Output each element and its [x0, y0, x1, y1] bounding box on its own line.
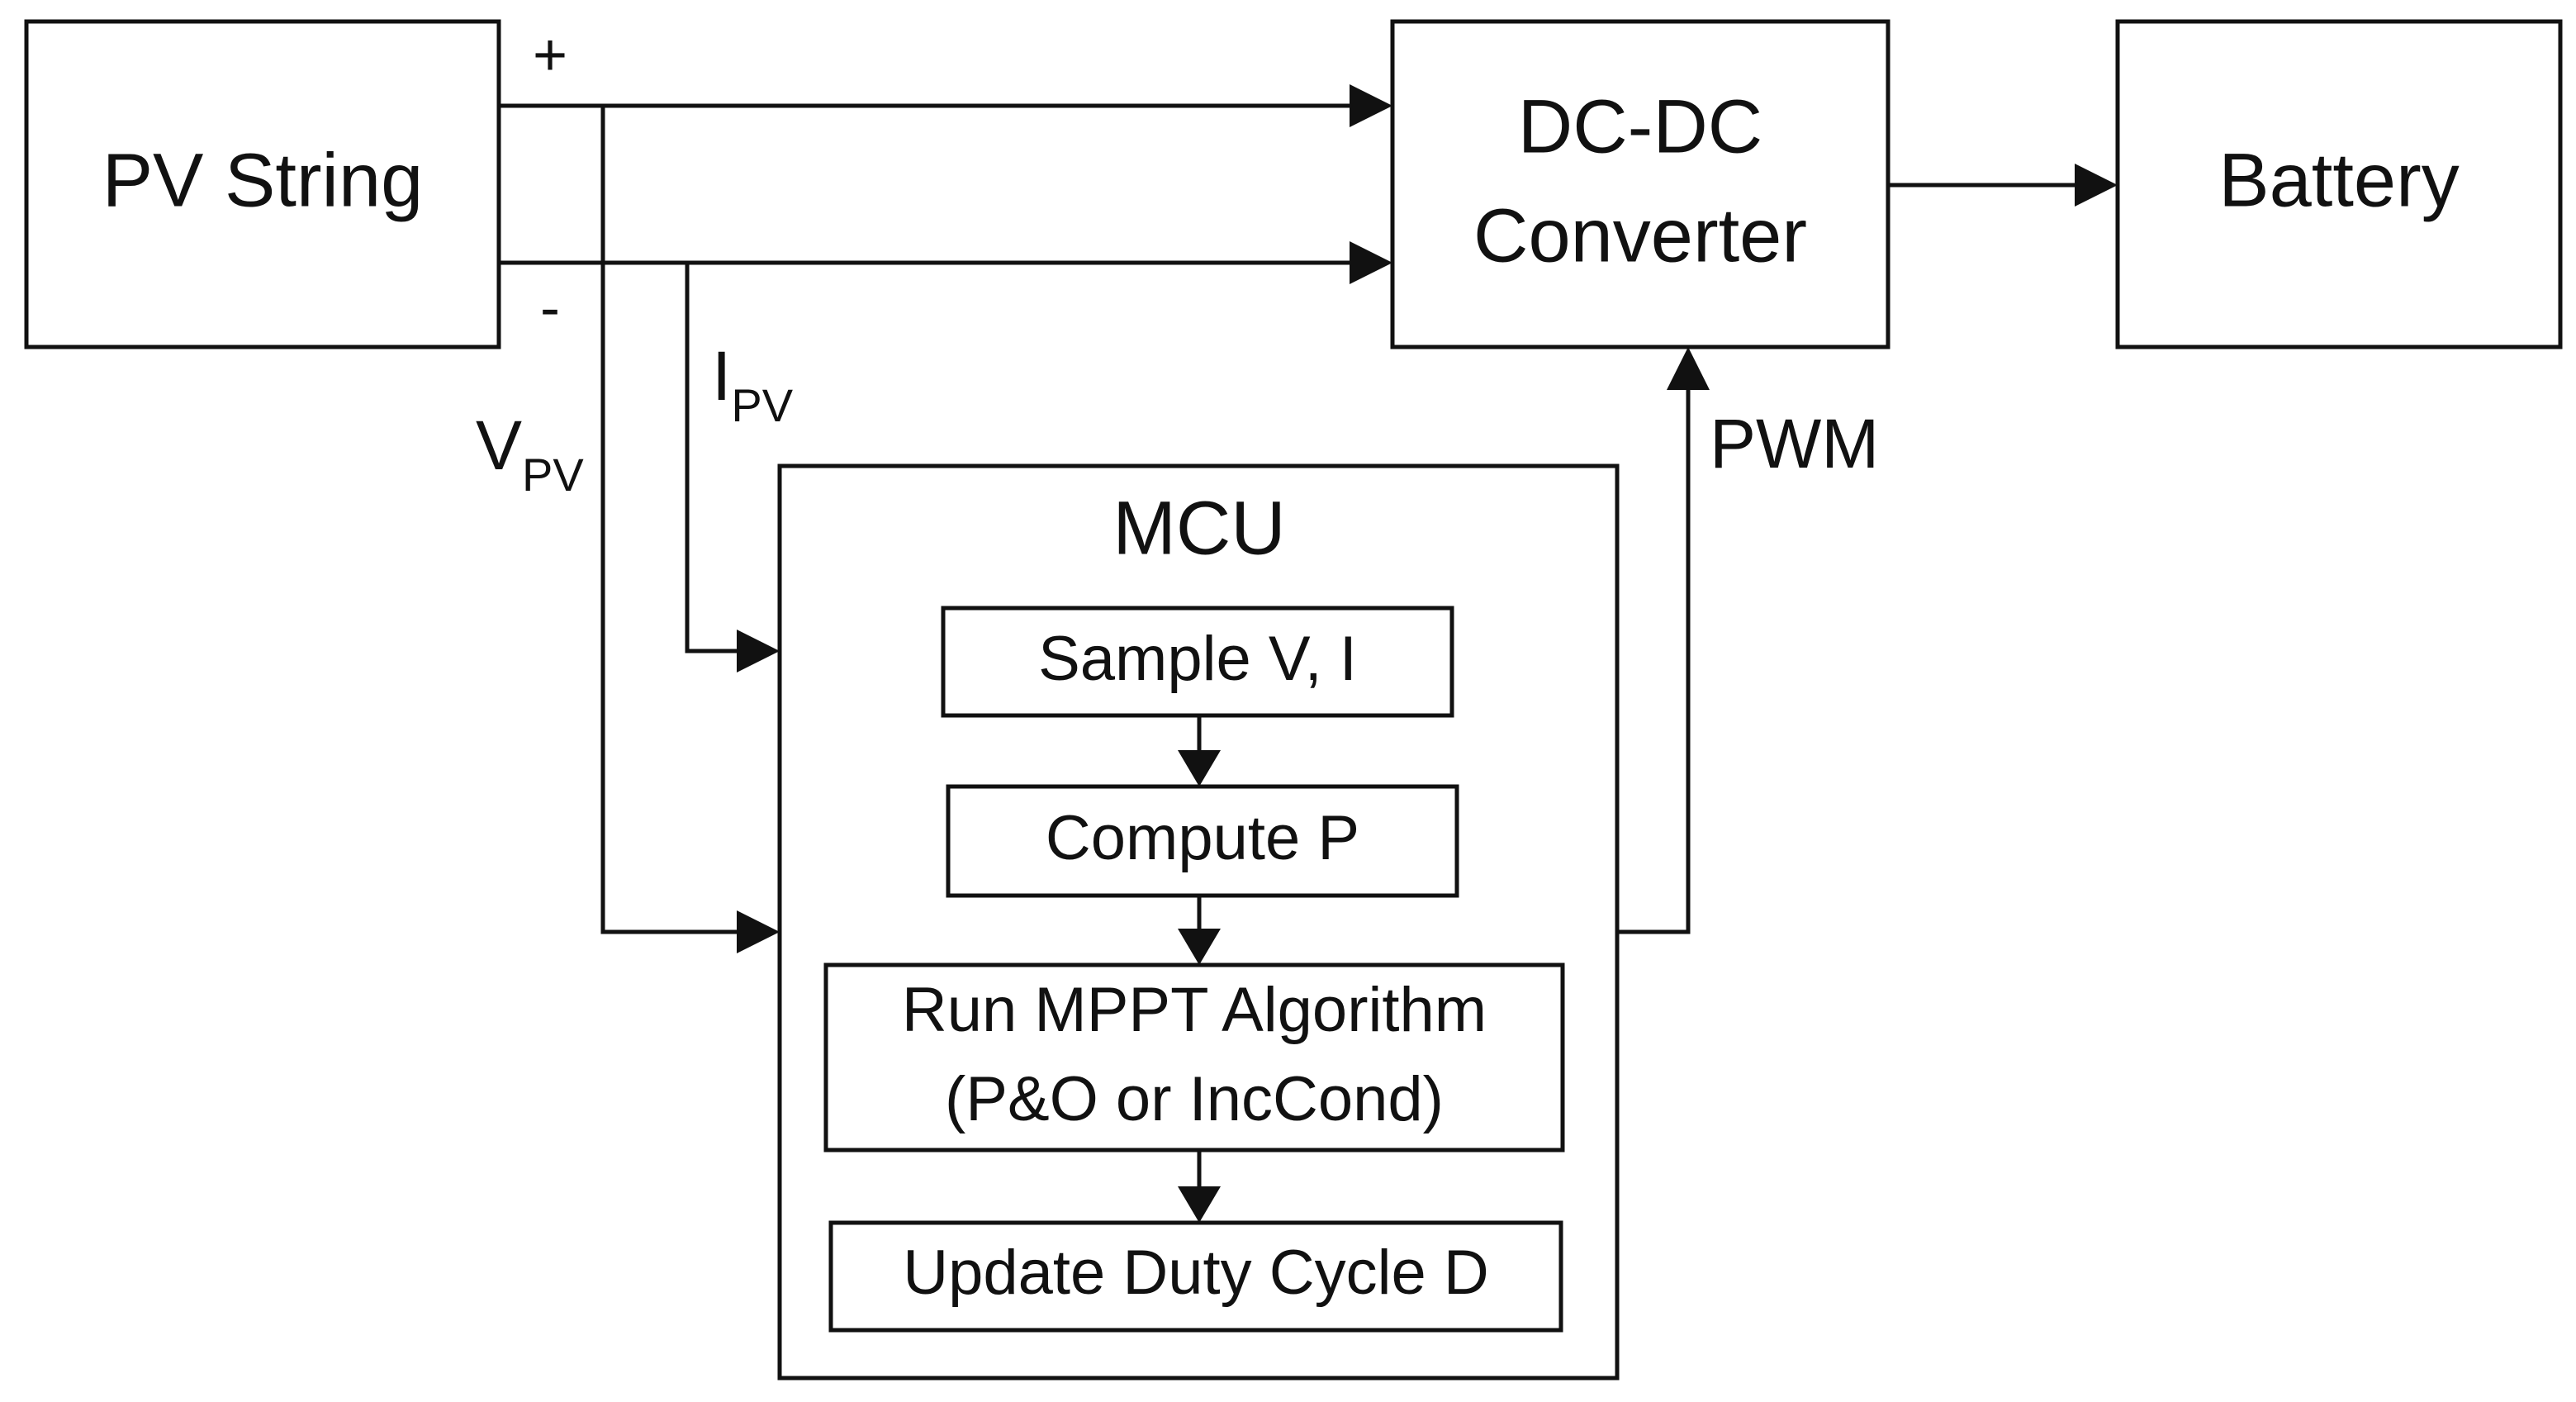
dcdc-to-battery-arrowhead — [2075, 164, 2118, 207]
ipv-label-main: I — [712, 337, 731, 415]
pv-string-block: PV String — [24, 19, 501, 349]
battery-block: Battery — [2115, 19, 2563, 349]
step-update-label: Update Duty Cycle D — [903, 1238, 1489, 1308]
pv-string-box — [24, 19, 501, 349]
flow-arrowhead-1 — [1178, 750, 1221, 787]
step-compute-box — [946, 784, 1459, 898]
flow-arrowhead-2 — [1178, 929, 1221, 965]
minus-sign: - — [540, 275, 560, 341]
negative-rail-arrowhead — [1350, 241, 1392, 284]
dcdc-label-line2: Converter — [1473, 193, 1807, 278]
pv-string-label: PV String — [102, 138, 424, 222]
step-mppt-label-line1: Run MPPT Algorithm — [902, 975, 1487, 1045]
step-mppt-label-line2: (P&O or IncCond) — [945, 1064, 1444, 1134]
pwm-line — [1617, 385, 1691, 934]
power-wires: + - — [499, 22, 1392, 341]
ipv-label-sub: PV — [731, 379, 793, 431]
mcu-block: MCU Sample V, I Compute P Run MPPT Algor… — [777, 463, 1620, 1381]
step-update-box — [828, 1220, 1563, 1333]
mcu-label: MCU — [1112, 486, 1286, 570]
vpv-label-main: V — [476, 406, 522, 484]
dcdc-label-line1: DC-DC — [1518, 84, 1762, 169]
battery-box — [2115, 19, 2563, 349]
voltage-sense: VPV — [476, 106, 780, 953]
step-mppt-box — [823, 962, 1565, 1152]
step-sample-box — [941, 606, 1454, 718]
pwm-label: PWM — [1710, 405, 1879, 482]
vpv-label-sub: PV — [522, 449, 584, 501]
dcdc-converter-block: DC-DC Converter — [1390, 19, 1890, 349]
vpv-arrowhead — [737, 910, 780, 953]
positive-rail-arrowhead — [1350, 84, 1392, 127]
ipv-arrowhead — [737, 630, 780, 672]
vpv-label: VPV — [476, 406, 584, 501]
vpv-sense-line — [600, 106, 742, 934]
current-sense: IPV — [685, 263, 794, 672]
flow-arrowhead-3 — [1178, 1186, 1221, 1223]
dcdc-converter-box — [1390, 19, 1890, 349]
battery-label: Battery — [2218, 138, 2459, 222]
ipv-sense-line — [685, 263, 742, 653]
plus-sign: + — [533, 22, 567, 88]
step-compute-label: Compute P — [1046, 803, 1359, 873]
pwm-control: PWM — [1617, 347, 1879, 934]
pwm-arrowhead — [1667, 347, 1710, 390]
step-sample-label: Sample V, I — [1038, 624, 1357, 694]
output-wire — [1888, 164, 2118, 207]
ipv-label: IPV — [712, 337, 794, 431]
